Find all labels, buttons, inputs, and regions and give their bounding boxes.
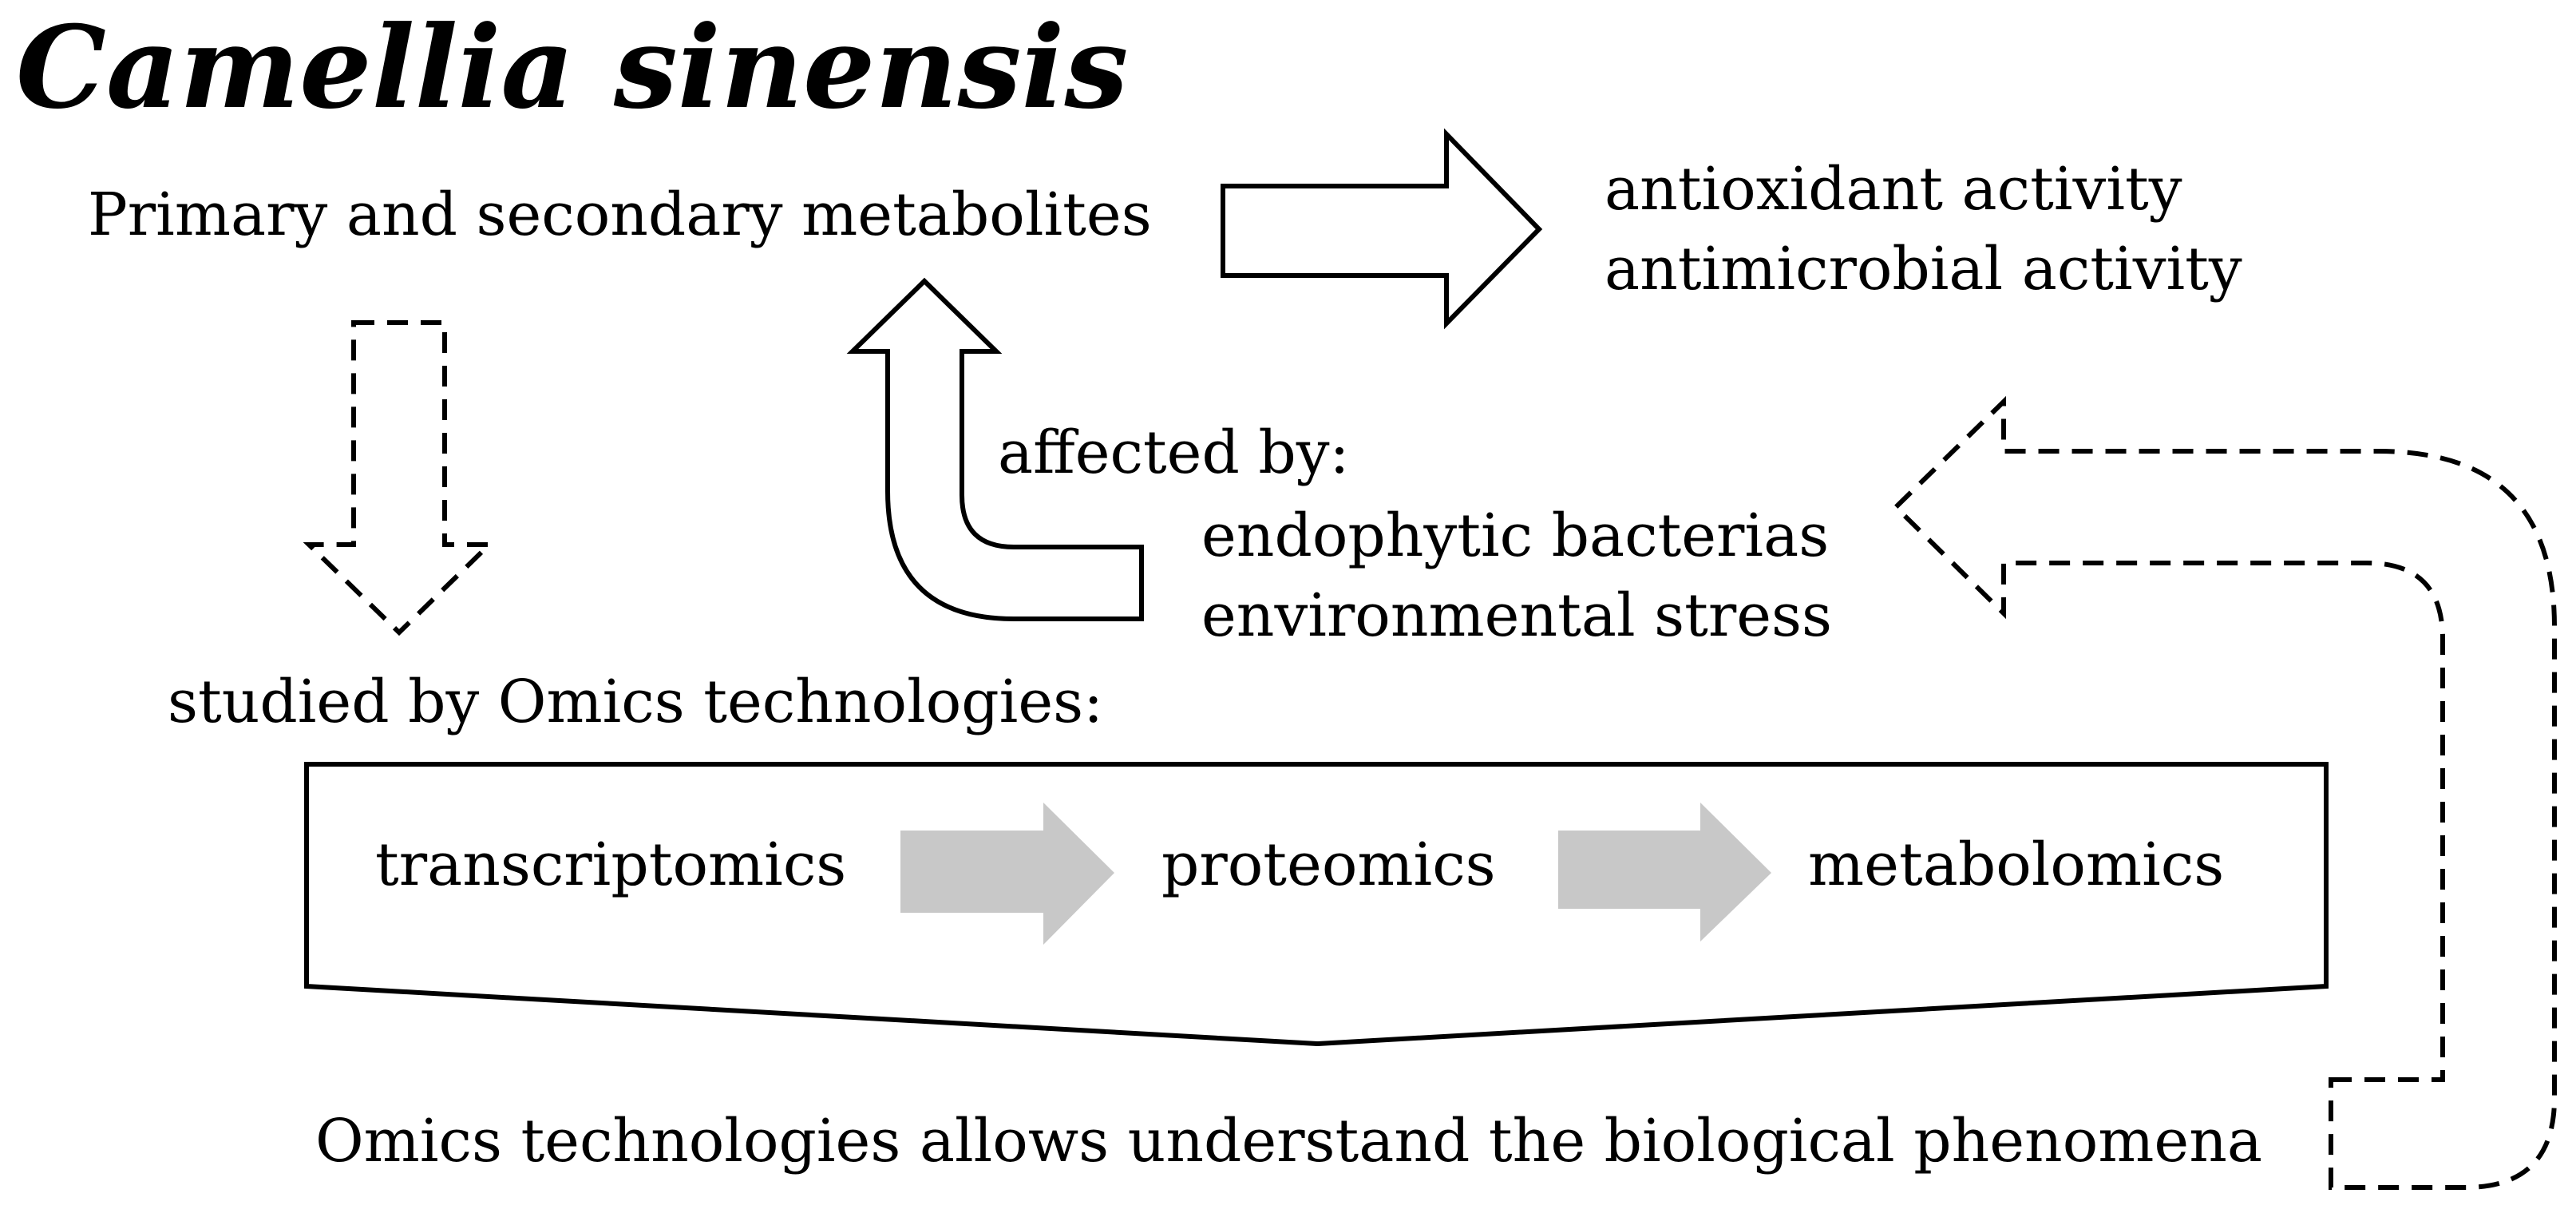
omics-technologies-box [304,762,2329,1047]
step-arrow-transcriptomics-to-proteomics [900,803,1114,945]
technology-proteomics: proteomics [1161,831,1496,899]
factor-environmental-stress: environmental stress [1201,581,1833,650]
omics-intro-label: studied by Omics technologies: [168,668,1104,736]
metabolites-label: Primary and secondary metabolites [88,180,1152,249]
arrow-affected-to-metabolites [846,277,1144,621]
step-arrow-proteomics-to-metabolomics [1558,803,1771,942]
arrow-conclusion-to-affected [1892,395,2557,1190]
arrow-metabolites-to-activities [1221,128,1543,330]
page-title: Camellia sinensis [16,2,1129,134]
activity-antioxidant: antioxidant activity [1605,155,2182,224]
factor-endophytic-bacterias: endophytic bacterias [1201,502,1830,570]
technology-metabolomics: metabolomics [1808,831,2225,899]
conclusion-text: Omics technologies allows understand the… [315,1107,2263,1175]
affected-by-label: affected by: [998,418,1350,487]
arrow-metabolites-to-omics [303,320,496,636]
technology-transcriptomics: transcriptomics [375,831,847,899]
activity-antimicrobial: antimicrobial activity [1605,235,2242,303]
